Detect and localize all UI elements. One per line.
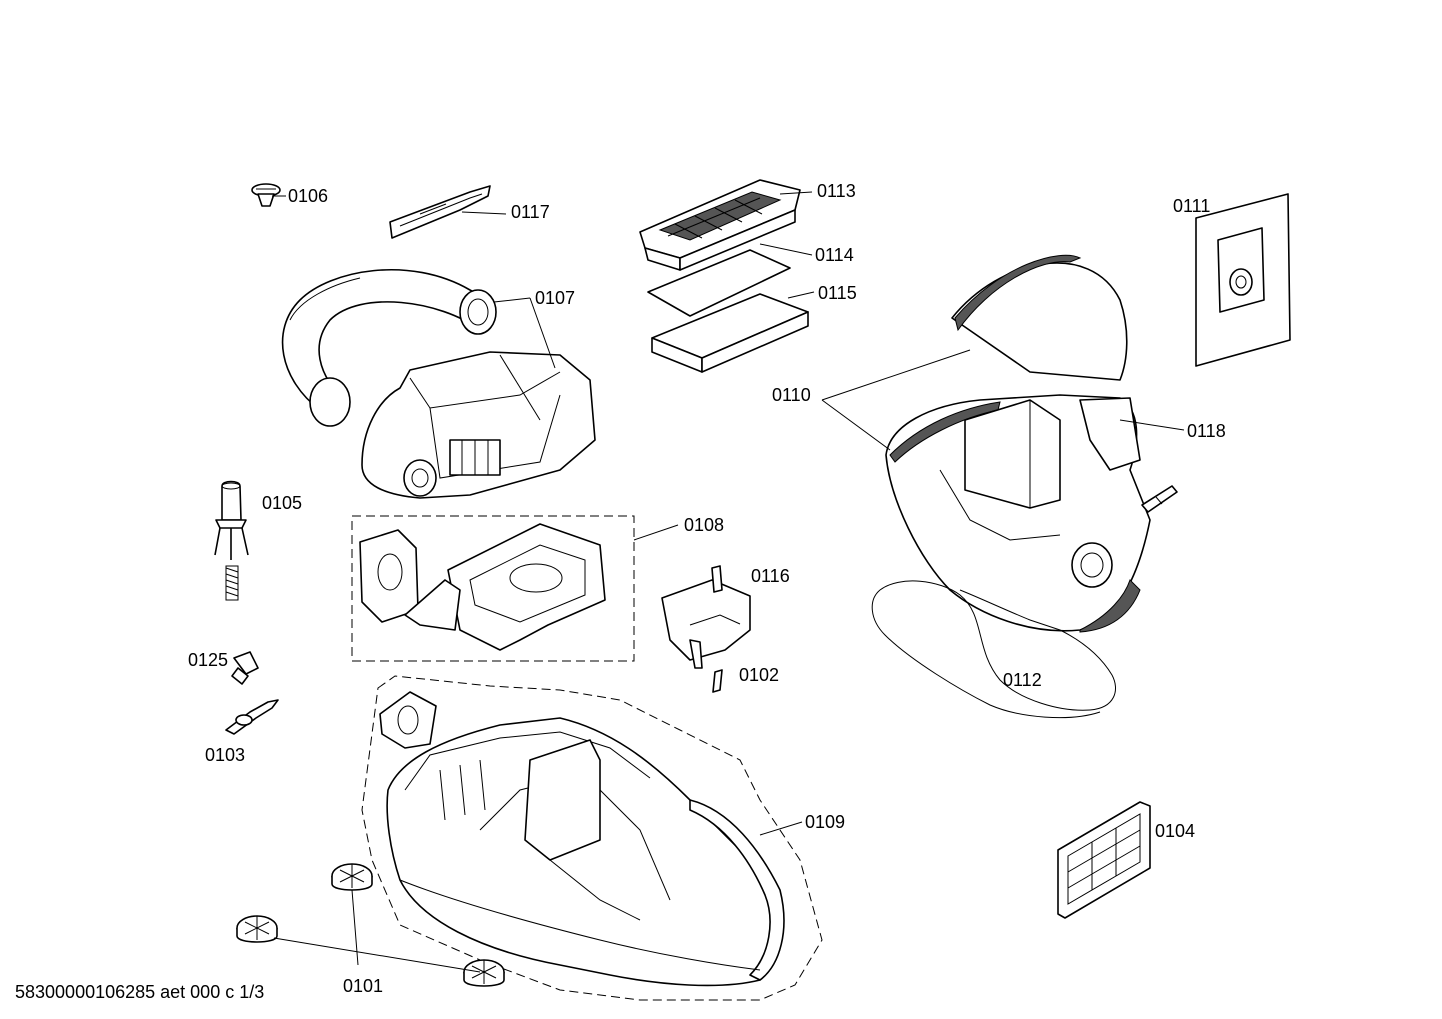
label-0110: 0110 <box>772 385 811 405</box>
part-0116-clip-bracket <box>661 565 751 669</box>
part-0114-filter-pad <box>647 249 791 317</box>
label-0103: 0103 <box>205 745 245 765</box>
label-0114: 0114 <box>815 245 854 265</box>
label-0104: 0104 <box>1155 821 1195 841</box>
part-0108-inner-frame-group <box>351 515 635 662</box>
label-0107: 0107 <box>535 288 575 308</box>
label-0106: 0106 <box>288 186 328 206</box>
part-0106-knob <box>251 183 281 207</box>
part-0102-strip <box>712 669 723 693</box>
part-0101-wheels <box>236 863 505 987</box>
leader-lines <box>272 191 1185 973</box>
label-0115: 0115 <box>818 283 857 303</box>
label-0113: 0113 <box>817 181 856 201</box>
part-0101-wheel-a <box>331 863 373 891</box>
label-0111: 0111 <box>1173 196 1210 216</box>
part-0118-clip <box>1141 485 1178 513</box>
part-0111-dust-bag <box>1195 193 1291 367</box>
label-0105: 0105 <box>262 493 302 513</box>
label-0117: 0117 <box>511 202 550 222</box>
part-0125-latch <box>231 651 259 685</box>
part-0110-lid-and-top-housing <box>885 254 1151 633</box>
drawing-code: 58300000106285 aet 000 c 1/3 <box>15 982 264 1002</box>
label-0125: 0125 <box>188 650 228 670</box>
label-0101: 0101 <box>343 976 383 996</box>
label-0112: 0112 <box>1003 670 1042 690</box>
part-0113-filter-cartridge <box>639 179 801 271</box>
part-0104-exhaust-grille <box>1057 801 1151 919</box>
part-0107-handle-and-upper-housing <box>281 268 596 499</box>
part-0103-lever <box>225 699 279 735</box>
part-0101-wheel-c <box>463 959 505 987</box>
part-0112-seal-gasket <box>871 580 1116 719</box>
label-0109: 0109 <box>805 812 845 832</box>
part-labels: 0106 0117 0107 0113 0114 0115 0111 0110 … <box>188 181 1226 996</box>
part-0117-handle-cover <box>389 185 491 239</box>
label-0102: 0102 <box>739 665 779 685</box>
label-0116: 0116 <box>751 566 790 586</box>
label-0108: 0108 <box>684 515 724 535</box>
part-0115-filter-foam <box>651 293 809 373</box>
part-0101-wheel-b <box>236 915 278 943</box>
part-0109-bottom-housing <box>361 675 823 1001</box>
part-0105-caster-spindle <box>214 480 249 601</box>
label-0118: 0118 <box>1187 421 1226 441</box>
